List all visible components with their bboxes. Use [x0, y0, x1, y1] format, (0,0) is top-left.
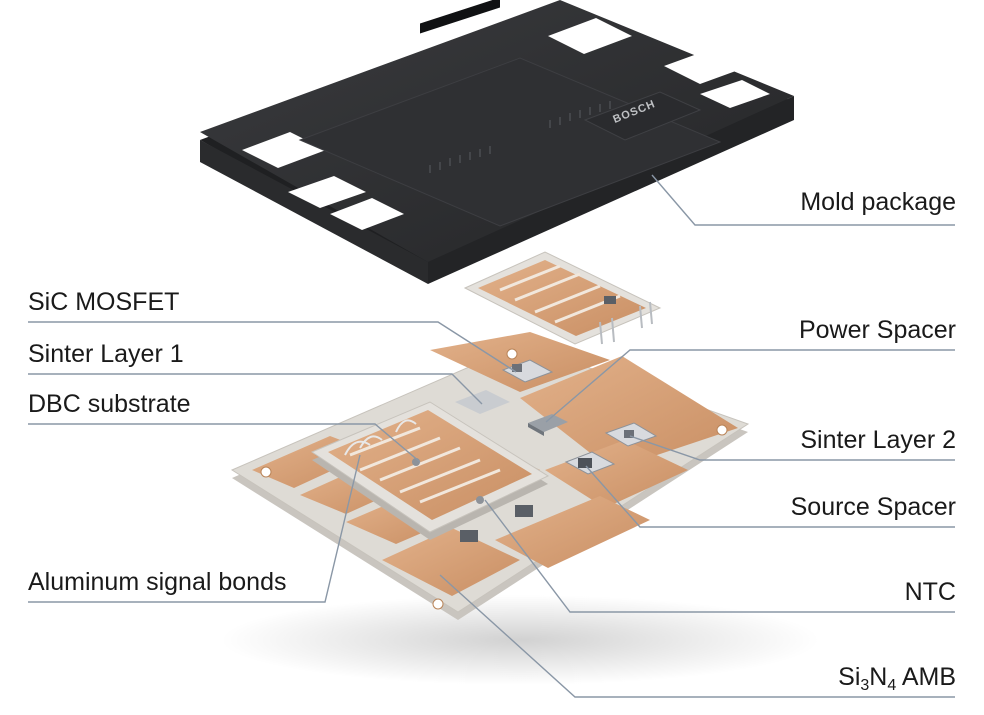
leader-aluminum-bonds: [28, 454, 361, 603]
power-spacer-part: [528, 414, 568, 436]
mold-package-part: [200, 0, 794, 284]
dbc-substrate-board: [310, 401, 550, 542]
label-ntc: NTC: [904, 578, 956, 606]
label-sinter-layer-2: Sinter Layer 2: [800, 426, 956, 454]
leader-source-spacer: [585, 465, 955, 528]
label-dbc-substrate: DBC substrate: [28, 390, 191, 418]
leader-lines: [28, 174, 955, 698]
label-source-spacer: Source Spacer: [790, 493, 956, 521]
sinter-layer-1-patch: [455, 390, 510, 414]
label-si3n4-amb-part2: N: [869, 663, 888, 691]
leader-ntc: [484, 499, 955, 613]
upper-dbc-board: [463, 251, 662, 345]
label-sic-mosfet: SiC MOSFET: [28, 288, 180, 316]
leader-mold-package: [651, 174, 955, 226]
leader-dbc-substrate: [28, 423, 421, 463]
label-sinter-layer-1: Sinter Layer 1: [28, 340, 184, 368]
label-si3n4-amb-sub2: 4: [887, 677, 897, 694]
floor-shadow: [220, 595, 820, 685]
leader-sic-mosfet: [28, 321, 517, 373]
leader-sinter-layer-1: [28, 373, 483, 405]
leader-si3n4-amb: [439, 574, 955, 698]
label-mold-package: Mold package: [800, 188, 956, 216]
leader-power-spacer: [545, 349, 955, 423]
label-si3n4-amb-part3: AMB: [896, 663, 956, 691]
label-si3n4-amb-part1: Si: [838, 663, 861, 691]
label-power-spacer: Power Spacer: [798, 316, 956, 344]
source-spacer-die: [564, 451, 616, 475]
sic-mosfet-die: [501, 359, 554, 383]
label-aluminum-signal-bonds: Aluminum signal bonds: [28, 568, 287, 596]
label-si3n4-amb: Si3N4 AMB: [838, 662, 956, 694]
leader-sinter-layer-2: [629, 435, 955, 461]
label-si3n4-amb-sub1: 3: [860, 677, 870, 694]
